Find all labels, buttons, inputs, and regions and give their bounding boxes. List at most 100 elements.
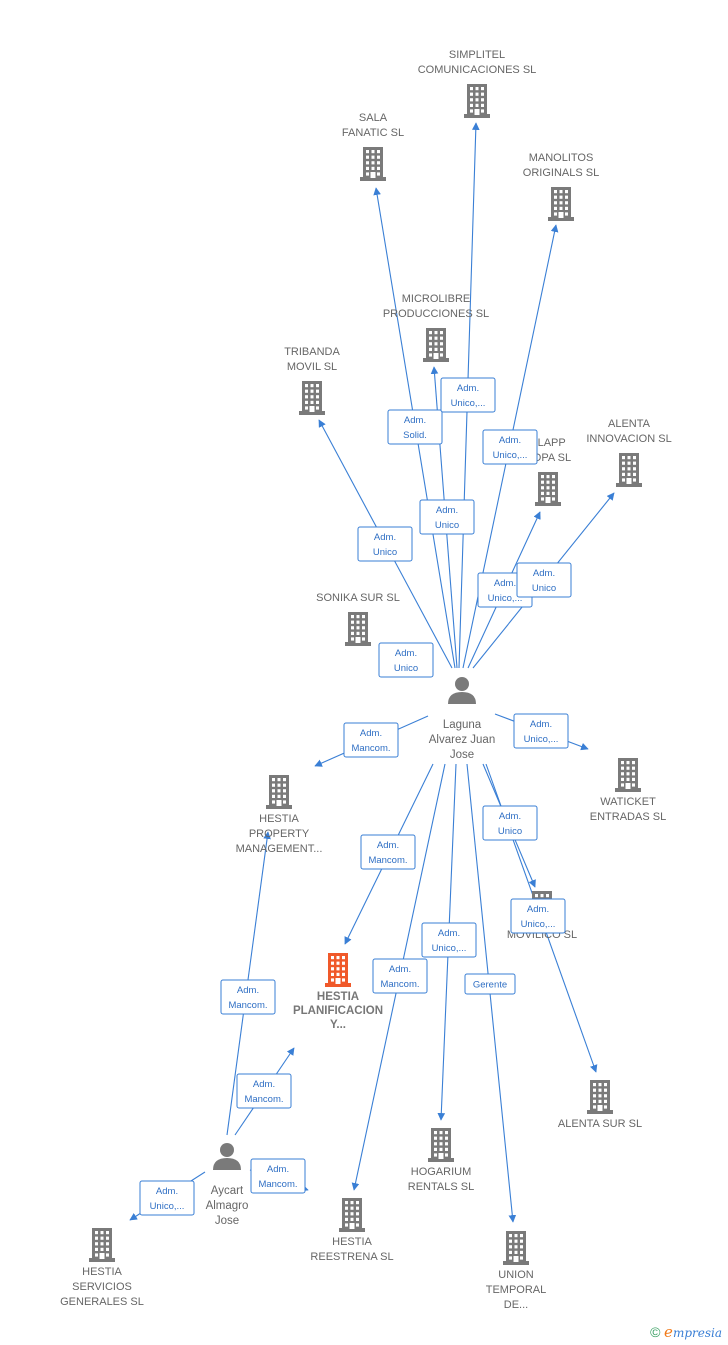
role-text-line: Unico [394,663,418,674]
role-text-line: Adm. [530,719,552,730]
company-node-union[interactable]: UNIONTEMPORALDE... [486,1231,547,1311]
role-text-line: Unico,... [451,398,486,409]
role-box [378,642,434,678]
building-icon [548,187,574,221]
roles-layer: Adm.Solid. Adm. Unico,... Adm. Unico,... Adm.… [139,377,572,1216]
role-label-r_watick[interactable]: Adm.Unico,... [513,713,569,749]
company-label-line: SALA [359,112,388,124]
role-label-r_union[interactable]: Gerente [464,973,516,995]
role-text-line: Unico,... [150,1201,185,1212]
role-label-r_trib[interactable]: Adm.Unico [357,526,413,562]
role-label-r_plan_l[interactable]: Adm.Mancom. [360,834,416,870]
role-label-r_rees_a[interactable]: Adm.Mancom. [250,1158,306,1194]
role-text-line: Unico,... [521,919,556,930]
role-box [343,722,399,758]
role-label-r_hogar[interactable]: Adm.Unico,... [421,922,477,958]
building-icon [299,381,325,415]
company-label-line: PRODUCCIONES SL [383,308,489,320]
company-label-line: HESTIA [332,1236,372,1248]
role-label-r_serv_a[interactable]: Adm.Unico,... [139,1180,195,1216]
company-label-line: HOGARIUM [411,1166,472,1178]
role-box [482,429,538,465]
role-text-line: Unico [435,520,459,531]
company-label-line: HESTIA [259,813,299,825]
company-label-line: PLANIFICACION [293,1005,383,1017]
role-text-line: Adm. [457,383,479,394]
building-icon [615,758,641,792]
role-box [419,499,475,535]
role-label-r_hpm_l[interactable]: Adm.Mancom. [343,722,399,758]
role-text-line: Unico,... [493,450,528,461]
company-node-manolitos[interactable]: MANOLITOS ORIGINALS SL [523,152,599,221]
role-text-line: Adm. [253,1079,275,1090]
edges-layer [129,122,615,1223]
company-label-line: HESTIA [82,1266,122,1278]
role-box [360,834,416,870]
role-text-line: Adm. [533,568,555,579]
role-text-line: Unico [532,583,556,594]
role-label-r_micro[interactable]: Adm. Unico,... [440,377,496,413]
company-node-sonika[interactable]: SONIKA SUR SL [316,592,400,646]
role-label-r_simpl[interactable]: Adm.Unico [419,499,475,535]
role-text-line: Mancom. [228,1000,267,1011]
role-text-line: Adm. [377,840,399,851]
company-node-hestia_pm[interactable]: HESTIAPROPERTYMANAGEMENT... [236,775,323,855]
company-label-line: ELAPP [530,437,565,449]
company-label-line: DE... [504,1299,528,1311]
person-label-line: Alvarez Juan [429,734,495,746]
role-label-r_sala[interactable]: Adm.Solid. [387,409,443,445]
role-text-line: Adm. [389,964,411,975]
empresia-watermark: © empresia [650,1323,722,1341]
brand-initial: e [664,1323,673,1341]
role-text-line: Unico [373,547,397,558]
brand-name: mpresia [672,1326,722,1340]
role-box [372,958,428,994]
role-label-r_alenta_i[interactable]: Adm. Unico [516,562,572,598]
company-label-line: Y... [330,1019,346,1031]
role-box [516,562,572,598]
company-label-line: SONIKA SUR SL [316,592,400,604]
role-label-r_manol[interactable]: Adm.Unico,... [482,429,538,465]
role-label-r_hpm_a[interactable]: Adm.Mancom. [220,979,276,1015]
role-box [236,1073,292,1109]
role-label-r_plan_a[interactable]: Adm.Mancom. [236,1073,292,1109]
company-label-line: ENTRADAS SL [590,811,666,823]
person-icon [213,1143,241,1170]
role-text-line: Adm. [395,648,417,659]
role-box [440,377,496,413]
role-box [421,922,477,958]
company-label-line: INNOVACION SL [586,433,671,445]
company-label-line: TRIBANDA [284,346,340,358]
role-label-r_rees_l[interactable]: Adm.Mancom. [372,958,428,994]
company-node-hestia_plan[interactable]: HESTIAPLANIFICACIONY... [293,953,383,1031]
role-label-r_movil2[interactable]: Adm.Unico,... [510,898,566,934]
company-label-line: MICROLIBRE [402,293,470,305]
role-text-line: Adm. [438,928,460,939]
role-label-r_sonika[interactable]: Adm. Unico [378,642,434,678]
role-text-line: Gerente [473,980,507,991]
building-icon [339,1198,365,1232]
role-box [513,713,569,749]
building-icon [360,147,386,181]
company-label-line: ORIGINALS SL [523,167,599,179]
company-label-line: MANOLITOS [529,152,594,164]
company-node-alenta_sur[interactable]: ALENTA SUR SL [558,1080,642,1130]
person-icon [448,677,476,704]
copyright-symbol: © [650,1324,661,1340]
company-label-line: PROPERTY [249,828,310,840]
company-label-line: ALENTA SUR SL [558,1118,642,1130]
building-icon [428,1128,454,1162]
role-label-r_movil1[interactable]: Adm.Unico [482,805,538,841]
company-node-microlibre[interactable]: MICROLIBRE PRODUCCIONES SL [383,293,489,362]
